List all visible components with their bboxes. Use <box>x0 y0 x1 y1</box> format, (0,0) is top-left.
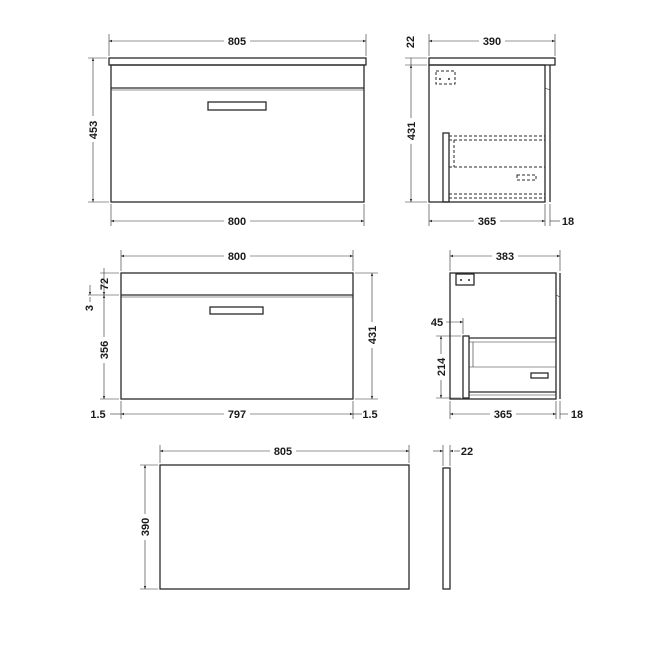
cabinet-outline <box>110 64 365 203</box>
dim-door-thickness: 18 <box>571 409 583 421</box>
dim-top-thickness: 22 <box>405 36 417 48</box>
dim-worktop-thickness: 22 <box>461 446 473 458</box>
dim-depth: 383 <box>496 251 514 263</box>
dim-height: 431 <box>367 326 379 344</box>
dim-door-height: 356 <box>99 341 111 359</box>
dim-side-gap-left: 1.5 <box>90 409 105 421</box>
dim-side-gap-right: 1.5 <box>362 409 377 421</box>
drawer-handle <box>209 306 264 315</box>
wall-bracket <box>435 70 456 85</box>
side-view-with-worktop: 390 22 431 365 18 <box>404 34 574 228</box>
dim-depth-top: 390 <box>483 36 501 48</box>
dim-worktop-depth: 390 <box>140 518 152 536</box>
worktop-edge <box>442 467 451 590</box>
dim-door-width: 797 <box>228 409 246 421</box>
dim-door-thickness: 18 <box>562 216 574 228</box>
drawer-handle <box>207 101 267 111</box>
drawer-front <box>462 335 470 399</box>
dim-width-base: 800 <box>228 216 246 228</box>
dim-depth-body: 365 <box>494 409 512 421</box>
dim-width: 800 <box>228 251 246 263</box>
dim-drawer-height: 214 <box>436 357 448 376</box>
dim-gap: 3 <box>84 305 96 311</box>
worktop-view: 805 390 22 <box>138 444 473 590</box>
dim-width-top: 805 <box>228 36 246 48</box>
front-view-carcass: 800 72 3 356 431 797 1.5 1.5 <box>84 249 379 421</box>
dim-worktop-width: 805 <box>274 446 292 458</box>
front-view-with-worktop: 805 453 800 <box>86 34 367 228</box>
worktop-plan <box>159 464 410 590</box>
drawer-front <box>442 132 450 203</box>
worktop-outline <box>108 57 367 66</box>
dim-height-body: 431 <box>406 122 418 140</box>
side-view-carcass: 383 45 214 365 18 <box>431 249 583 421</box>
dim-height-total: 453 <box>88 121 100 139</box>
dim-drawer-offset: 45 <box>431 317 443 329</box>
dim-depth-body: 365 <box>478 216 496 228</box>
dim-rail-height: 72 <box>99 278 111 290</box>
wall-bracket <box>455 273 475 286</box>
